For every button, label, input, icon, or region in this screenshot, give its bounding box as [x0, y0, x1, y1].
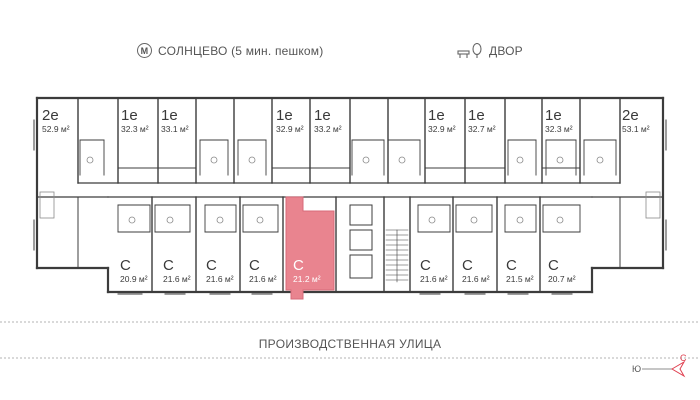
- unit-type: С: [548, 257, 559, 274]
- tree-bench-icon: [457, 43, 482, 58]
- unit-area: 21.6 м²: [249, 274, 277, 284]
- unit-type: С: [249, 257, 260, 274]
- unit-type: С: [293, 257, 304, 274]
- compass-north: С: [680, 353, 687, 363]
- metro-direction: М СОЛНЦЕВО (5 мин. пешком): [137, 43, 323, 58]
- unit-type: 1е: [276, 107, 293, 124]
- unit-area: 32.3 м²: [121, 124, 149, 134]
- unit-type: С: [506, 257, 517, 274]
- unit-area: 20.7 м²: [548, 274, 576, 284]
- unit-area: 21.5 м²: [506, 274, 534, 284]
- unit-type: С: [206, 257, 217, 274]
- unit-type: С: [163, 257, 174, 274]
- unit-area: 53.1 м²: [622, 124, 650, 134]
- unit-area: 21.6 м²: [206, 274, 234, 284]
- unit-type: С: [120, 257, 131, 274]
- compass: Ю С: [632, 353, 692, 378]
- unit-area: 32.3 м²: [545, 124, 573, 134]
- unit-area: 52.9 м²: [42, 124, 70, 134]
- unit-type: 2е: [622, 107, 639, 124]
- unit-area: 33.2 м²: [314, 124, 342, 134]
- unit-type: 1е: [468, 107, 485, 124]
- unit-area: 21.6 м²: [462, 274, 490, 284]
- yard-label: ДВОР: [489, 44, 523, 58]
- unit-area: 21.6 м²: [163, 274, 191, 284]
- unit-type: 1е: [314, 107, 331, 124]
- unit-area: 20.9 м²: [120, 274, 148, 284]
- unit-area: 21.6 м²: [420, 274, 448, 284]
- unit-area: 32.7 м²: [468, 124, 496, 134]
- unit-type: 2е: [42, 107, 59, 124]
- street-label: ПРОИЗВОДСТВЕННАЯ УЛИЦА: [258, 337, 442, 351]
- unit-type: 1е: [545, 107, 562, 124]
- unit-type: С: [462, 257, 473, 274]
- yard-direction: ДВОР: [457, 43, 523, 59]
- unit-area: 32.9 м²: [428, 124, 456, 134]
- unit-type: С: [420, 257, 431, 274]
- metro-icon: М: [137, 43, 152, 58]
- selected-unit-highlight[interactable]: [285, 196, 335, 300]
- unit-type: 1е: [121, 107, 138, 124]
- unit-type: 1е: [161, 107, 178, 124]
- metro-label: СОЛНЦЕВО (5 мин. пешком): [158, 43, 324, 58]
- unit-area: 21.2 м²: [293, 274, 321, 284]
- compass-south: Ю: [632, 364, 642, 374]
- unit-area: 33.1 м²: [161, 124, 189, 134]
- compass-icon: [642, 360, 686, 378]
- unit-area: 32.9 м²: [276, 124, 304, 134]
- unit-type: 1е: [428, 107, 445, 124]
